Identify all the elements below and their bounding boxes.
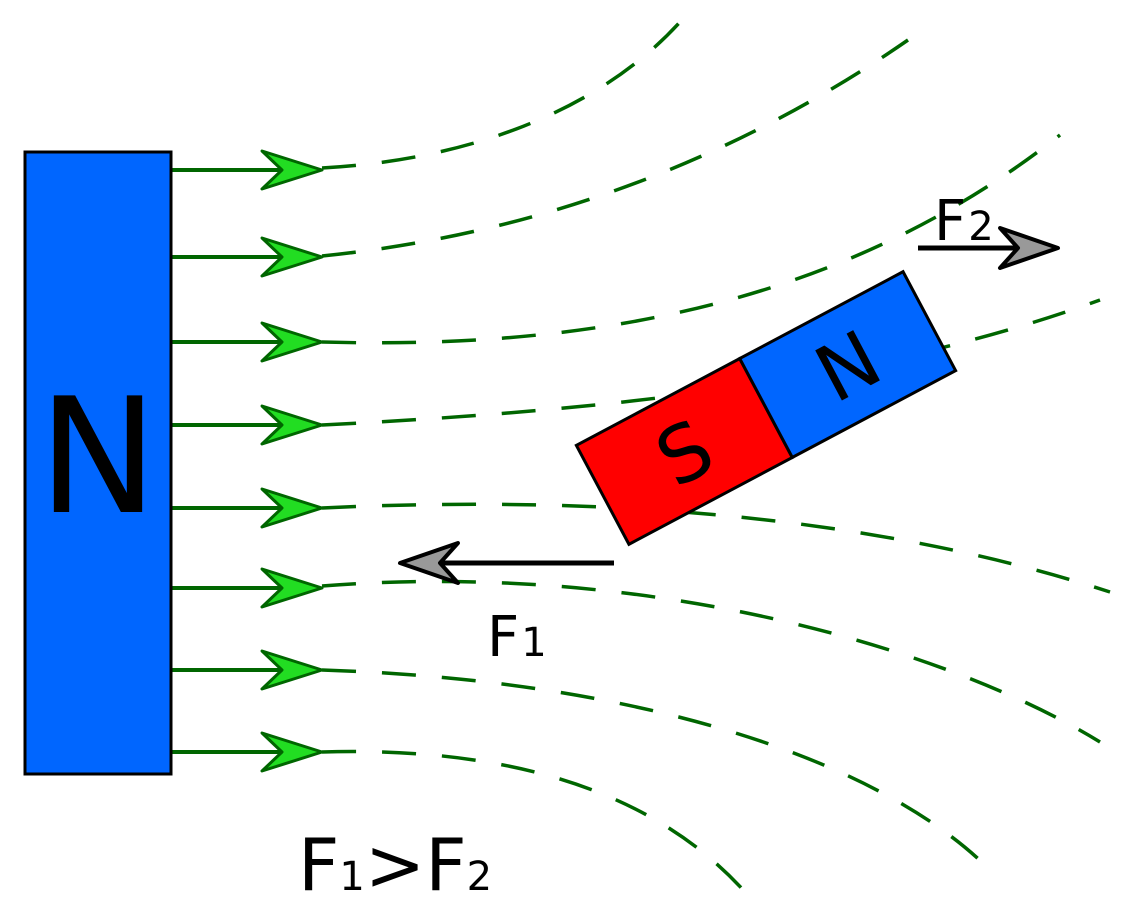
force-f1-head [398,541,460,585]
big-north-label: N [38,363,158,550]
field-arrow-head [260,404,324,446]
field-arrow-head [260,321,324,363]
field-arrow-head [260,731,324,773]
field-arrow-head [260,149,324,191]
field-arrow-head [260,487,324,529]
small-magnet-north [737,269,958,460]
force-f2-arrow [918,226,1060,270]
force-f1-label: F1 [487,605,547,670]
field-line-1 [321,20,682,170]
field-arrow-head [260,236,324,278]
small-magnet: S N [574,269,958,547]
force-f1-arrow [398,541,614,585]
field-arrows [171,149,324,773]
field-line-3 [321,133,1062,345]
field-arrow-head [260,649,324,691]
field-arrow-head [260,567,324,609]
force-relation: F1>F2 [298,823,492,907]
force-f2-label: F2 [934,189,994,254]
big-north-pole [23,150,173,776]
force-f2-head [998,226,1060,270]
field-line-8 [321,749,747,894]
field-line-2 [321,38,909,258]
field-line-7 [321,668,992,872]
field-line-6 [321,579,1101,744]
